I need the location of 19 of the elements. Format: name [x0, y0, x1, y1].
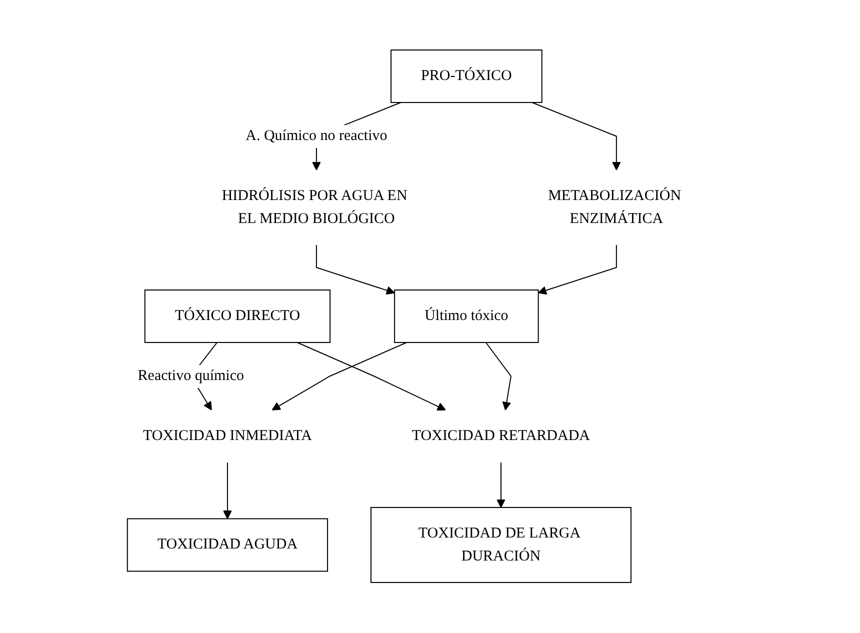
- arrow: [272, 342, 408, 411]
- node-box: Último tóxico: [394, 290, 540, 344]
- node-box: TOXICIDAD DE LARGA DURACIÓN: [370, 507, 632, 584]
- arrow: [316, 244, 396, 295]
- node-text: METABOLIZACIÓN ENZIMÁTICA: [548, 188, 682, 227]
- arrow: [538, 244, 618, 295]
- edge-label: A. Químico no reactivo: [246, 128, 388, 144]
- edge-label: Reactivo químico: [138, 368, 244, 384]
- arrow: [486, 342, 512, 411]
- node-text: HIDRÓLISIS POR AGUA EN EL MEDIO BIOLÓGICO: [222, 188, 408, 227]
- node-box: PRO-TÓXICO: [390, 50, 543, 104]
- arrow: [223, 462, 232, 520]
- node-text: TOXICIDAD INMEDIATA: [143, 428, 312, 444]
- node-box: TÓXICO DIRECTO: [144, 290, 331, 344]
- node-text: TOXICIDAD RETARDADA: [412, 428, 590, 444]
- node-box: TOXICIDAD AGUDA: [127, 518, 328, 572]
- arrow: [297, 342, 446, 411]
- arrow: [496, 462, 506, 508]
- arrow: [532, 102, 622, 171]
